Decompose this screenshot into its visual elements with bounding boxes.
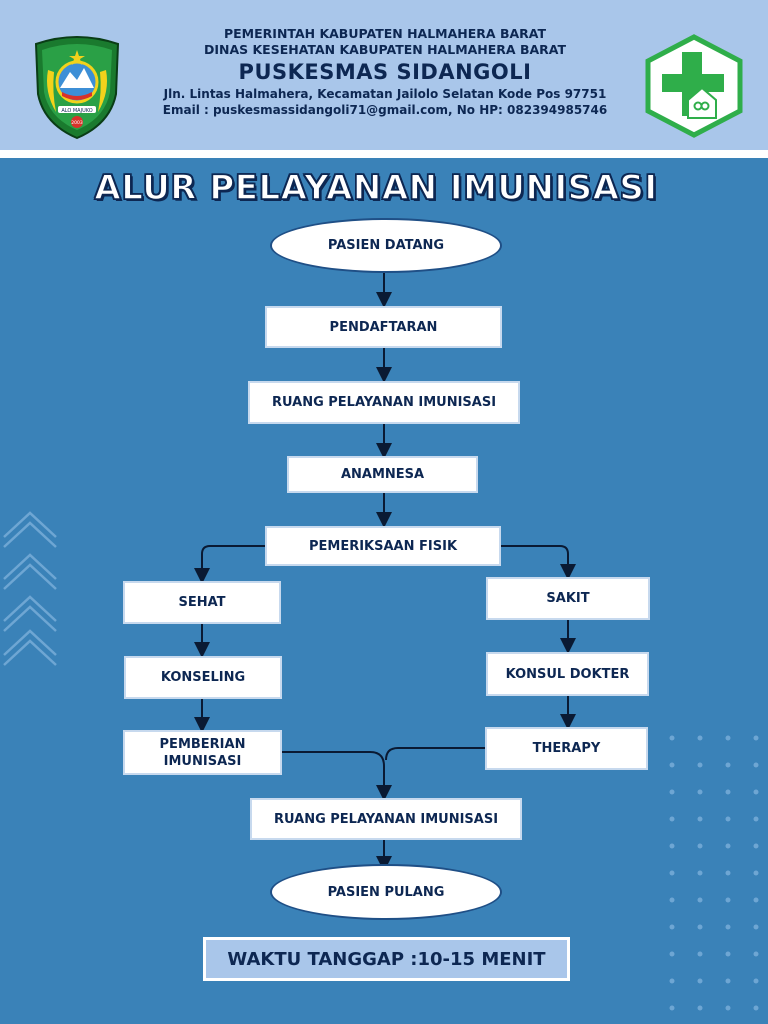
node-immunization: PEMBERIAN IMUNISASI — [123, 730, 282, 775]
decor-dot — [753, 951, 759, 957]
decor-dot — [669, 897, 675, 903]
decor-dot — [697, 1005, 703, 1011]
node-sick: SAKIT — [486, 577, 650, 620]
decor-dot — [753, 816, 759, 822]
node-immunization-line2: IMUNISASI — [163, 753, 242, 769]
decor-dot — [669, 951, 675, 957]
decor-dot — [669, 789, 675, 795]
decor-dot — [697, 978, 703, 984]
decor-dot — [697, 789, 703, 795]
node-counseling: KONSELING — [124, 656, 282, 699]
address-line: Jln. Lintas Halmahera, Kecamatan Jailolo… — [163, 87, 607, 101]
arrow-immunization-to-room — [282, 751, 392, 801]
arrow-exam-to-healthy — [194, 545, 265, 584]
decor-dot — [753, 1005, 759, 1011]
decor-dot — [753, 762, 759, 768]
node-immunization-room-2: RUANG PELAYANAN IMUNISASI — [250, 798, 522, 840]
decor-dot — [697, 735, 703, 741]
svg-text:ALO MAJUKO: ALO MAJUKO — [61, 108, 92, 114]
puskesmas-name: PUSKESMAS SIDANGOLI — [238, 60, 532, 84]
decor-dot — [725, 951, 731, 957]
decor-dot — [669, 1005, 675, 1011]
decor-dot — [725, 762, 731, 768]
response-time-banner: WAKTU TANGGAP :10-15 MENIT — [203, 937, 570, 981]
decor-dot — [697, 816, 703, 822]
letterhead-divider — [0, 150, 768, 158]
node-doctor-consult: KONSUL DOKTER — [486, 652, 649, 696]
department-line: DINAS KESEHATAN KABUPATEN HALMAHERA BARA… — [203, 42, 567, 57]
contact-line: Email : puskesmassidangoli71@gmail.com, … — [162, 103, 608, 117]
decor-dot — [697, 924, 703, 930]
node-registration: PENDAFTARAN — [265, 306, 502, 348]
regency-emblem-icon: ALO MAJUKO 2003 — [34, 36, 120, 140]
decor-dot — [669, 762, 675, 768]
decor-dot — [669, 978, 675, 984]
chevron-decoration-icon — [3, 511, 57, 666]
decor-dot — [725, 897, 731, 903]
decor-dot — [725, 789, 731, 795]
decor-dot — [753, 978, 759, 984]
node-healthy: SEHAT — [123, 581, 281, 624]
decor-dot — [753, 924, 759, 930]
node-immunization-line1: PEMBERIAN — [159, 736, 246, 752]
node-patient-arrives: PASIEN DATANG — [270, 218, 502, 273]
decor-dot — [725, 870, 731, 876]
arrow-exam-to-sick — [500, 545, 576, 580]
puskesmas-cross-icon — [645, 34, 743, 138]
decor-dot — [669, 816, 675, 822]
decor-dot — [669, 735, 675, 741]
node-therapy: THERAPY — [485, 727, 648, 770]
decor-dot — [753, 897, 759, 903]
decor-dot — [697, 762, 703, 768]
node-physical-exam: PEMERIKSAAN FISIK — [265, 526, 501, 566]
government-line: PEMERINTAH KABUPATEN HALMAHERA BARAT — [223, 26, 546, 41]
decor-dot — [725, 735, 731, 741]
decor-dot — [697, 843, 703, 849]
letterhead-text: PEMERINTAH KABUPATEN HALMAHERA BARAT DIN… — [140, 26, 630, 118]
decor-dot — [753, 870, 759, 876]
arrow-therapy-to-room — [385, 747, 485, 761]
decor-dot — [725, 978, 731, 984]
decor-dot — [669, 843, 675, 849]
decor-dot — [697, 951, 703, 957]
page-title: ALUR PELAYANAN IMUNISASI — [94, 167, 658, 209]
decor-dot — [725, 843, 731, 849]
svg-text:2003: 2003 — [71, 120, 83, 126]
decor-dot — [753, 843, 759, 849]
decor-dot — [725, 816, 731, 822]
node-patient-leaves: PASIEN PULANG — [270, 864, 502, 920]
decor-dot — [753, 789, 759, 795]
decor-dot — [697, 897, 703, 903]
node-immunization-room: RUANG PELAYANAN IMUNISASI — [248, 381, 520, 424]
decor-dot — [725, 924, 731, 930]
dot-pattern-decoration-icon — [669, 735, 759, 1011]
decor-dot — [725, 1005, 731, 1011]
decor-dot — [697, 870, 703, 876]
letterhead — [0, 0, 768, 150]
decor-dot — [669, 924, 675, 930]
node-anamnesa: ANAMNESA — [287, 456, 478, 493]
decor-dot — [753, 735, 759, 741]
decor-dot — [669, 870, 675, 876]
